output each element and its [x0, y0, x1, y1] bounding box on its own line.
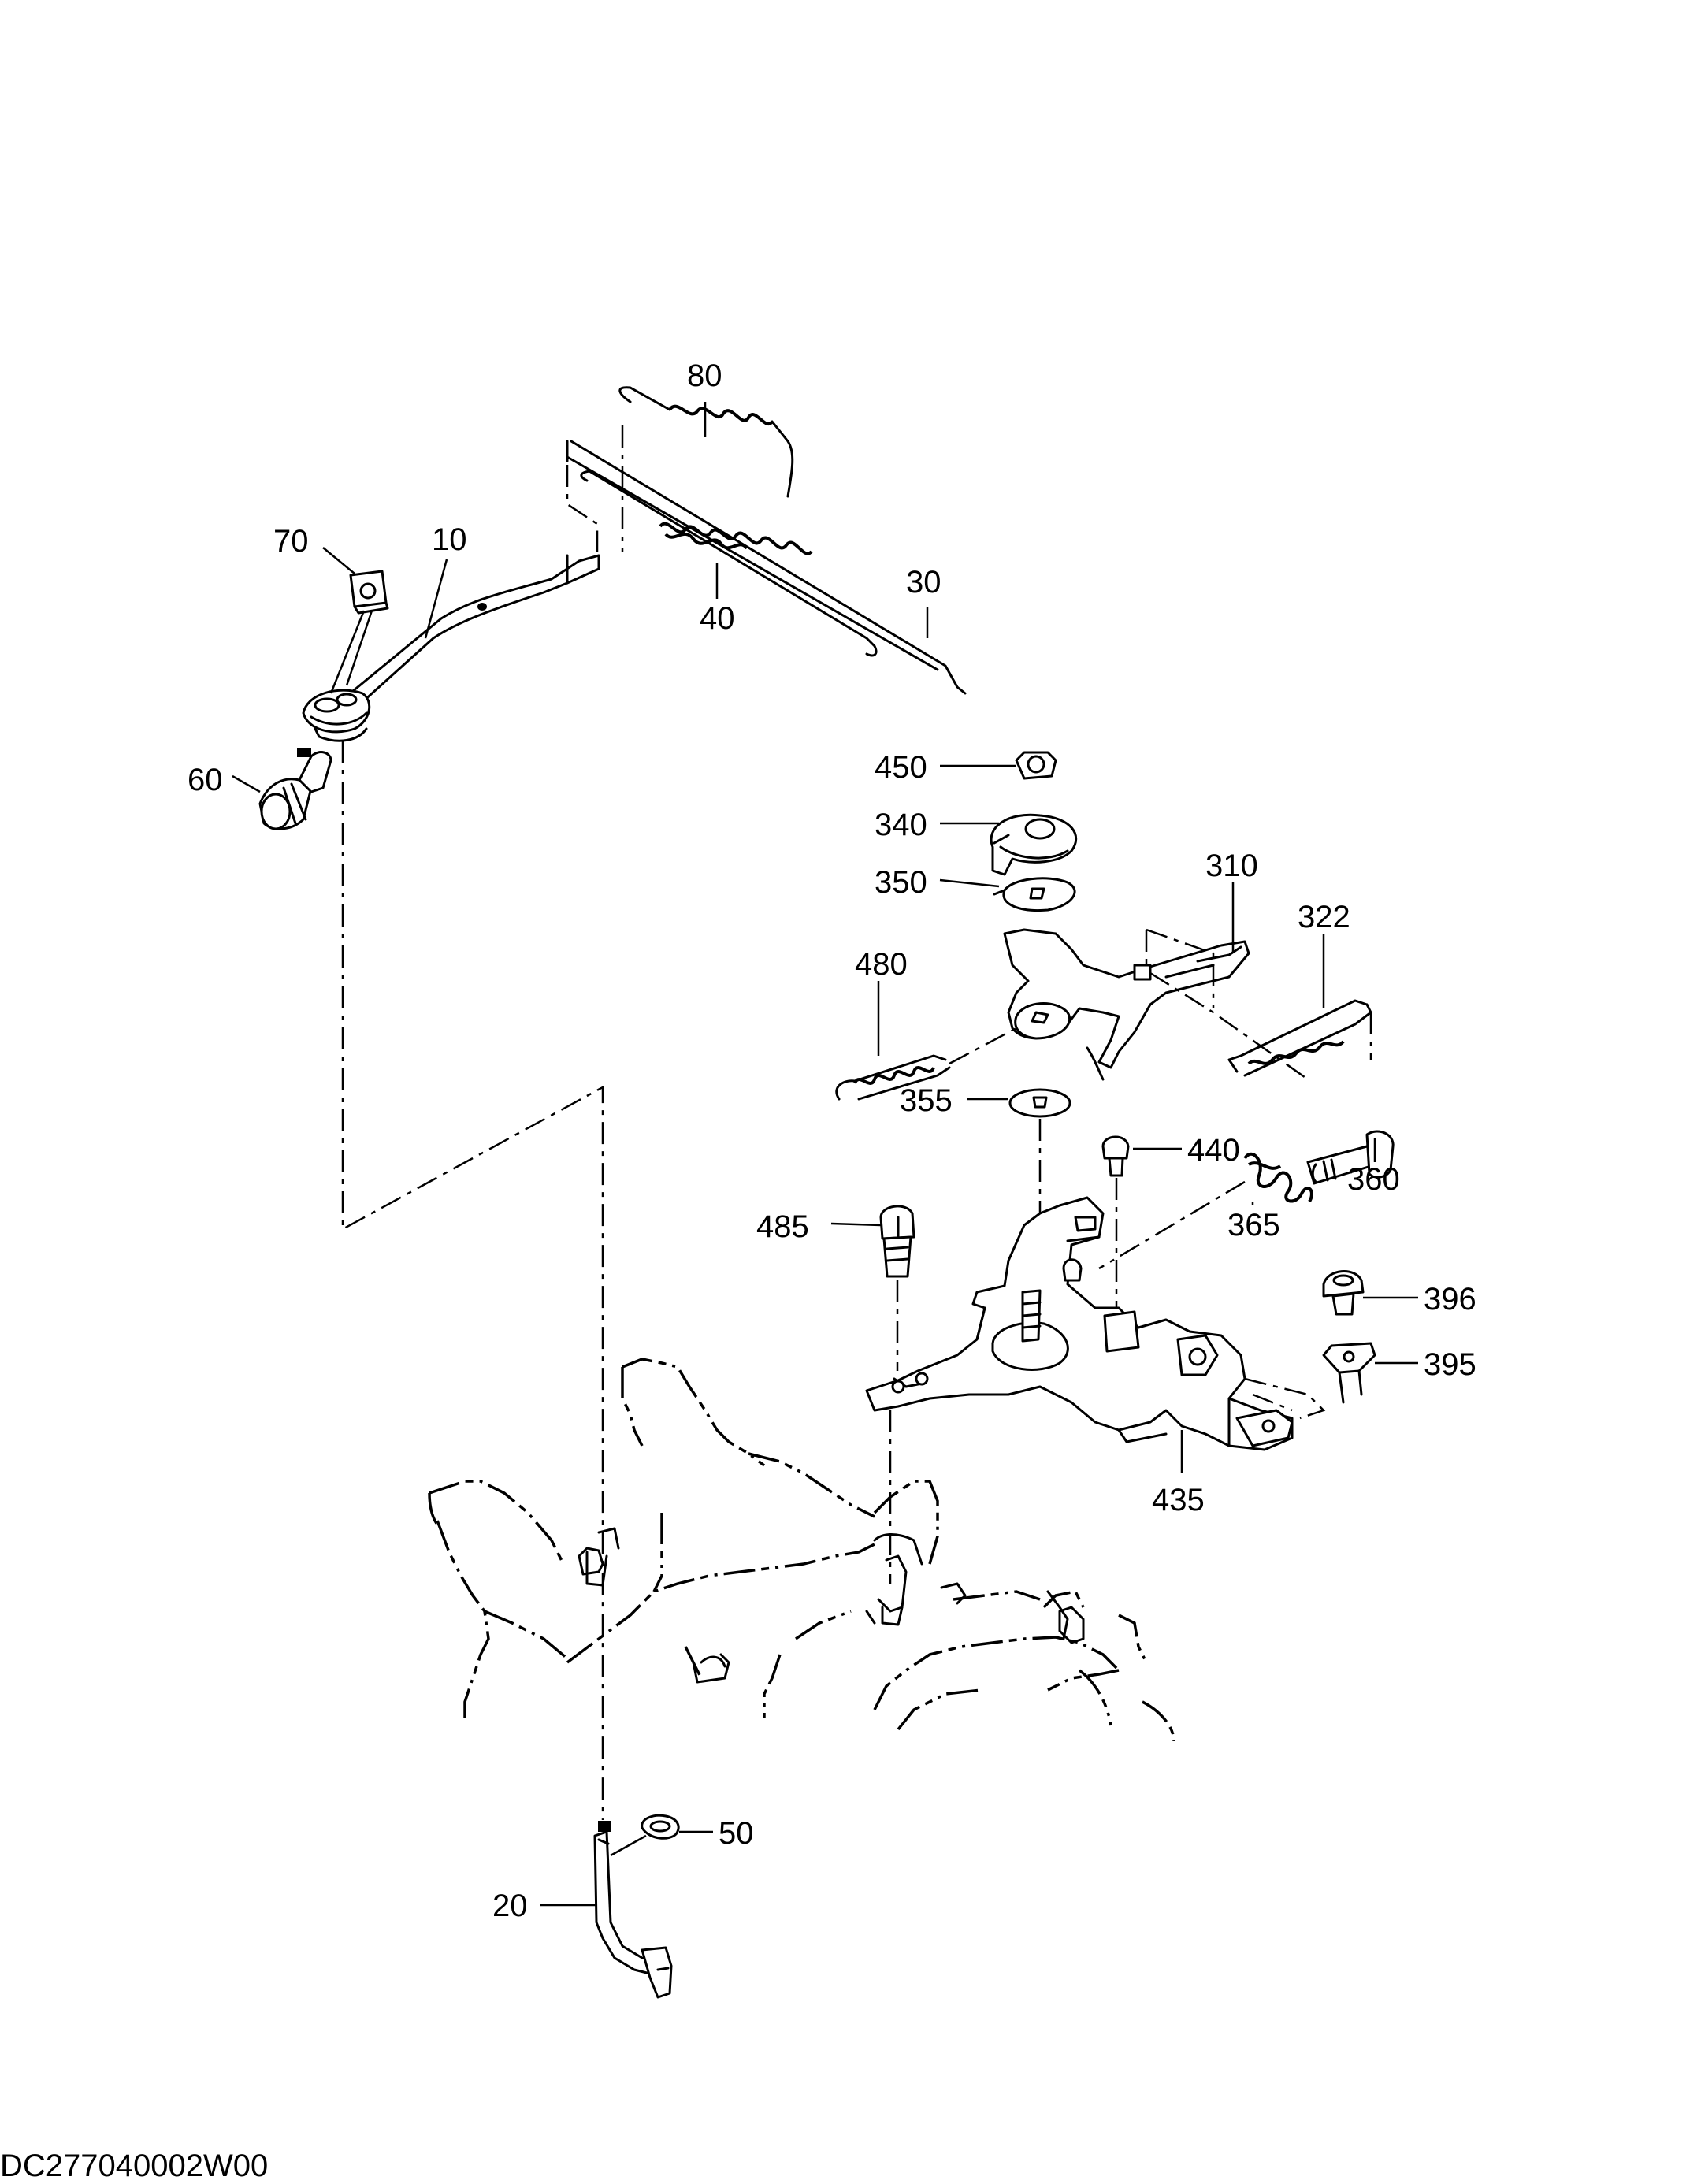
part-365-spring [1098, 1152, 1313, 1270]
part-20-rod [593, 1821, 673, 1999]
part-440-screw [1101, 1135, 1130, 1324]
part-310-lever [1003, 928, 1309, 1081]
label-396: 396 [1424, 1282, 1476, 1317]
part-70-clip [329, 570, 389, 694]
part-360-pin [1306, 1130, 1395, 1185]
label-40: 40 [700, 601, 735, 636]
part-480-spring [835, 1027, 1017, 1101]
label-10: 10 [432, 522, 467, 557]
label-435: 435 [1152, 1483, 1205, 1517]
part-350-washer [993, 877, 1076, 912]
part-435-base [865, 1196, 1326, 1451]
part-30-rod [566, 425, 967, 695]
part-40-spring [659, 522, 813, 555]
drawing-code: DC277040002W00 [0, 2149, 268, 2183]
part-340-cam [990, 813, 1078, 876]
leader-lines [232, 402, 1418, 1907]
part-60-cap [258, 748, 332, 830]
label-322: 322 [1298, 900, 1350, 934]
centerline-main [341, 741, 604, 1820]
label-310: 310 [1205, 849, 1258, 883]
label-340: 340 [875, 808, 927, 842]
label-20: 20 [492, 1889, 528, 1923]
part-labels: 80 10 70 30 40 60 450 340 350 310 322 48… [188, 358, 1476, 1923]
label-450: 450 [875, 750, 927, 785]
part-396-nut [1322, 1270, 1365, 1316]
part-50-grommet [610, 1814, 680, 1857]
label-395: 395 [1424, 1347, 1476, 1382]
label-70: 70 [273, 524, 309, 559]
label-480: 480 [855, 947, 908, 982]
part-80-spring [618, 386, 794, 498]
label-485: 485 [756, 1209, 809, 1244]
part-395-bracket [1322, 1342, 1376, 1404]
label-355: 355 [900, 1083, 953, 1118]
label-30: 30 [906, 565, 941, 600]
label-350: 350 [875, 865, 927, 900]
part-485-fastener [879, 1205, 915, 1584]
label-50: 50 [719, 1816, 754, 1851]
label-80: 80 [687, 358, 722, 393]
part-450-nut [1015, 751, 1057, 780]
chassis-outline [428, 1358, 1175, 1742]
part-10-lever [302, 554, 600, 742]
label-365: 365 [1227, 1208, 1280, 1242]
label-60: 60 [188, 763, 223, 797]
part-322-link [1227, 999, 1372, 1077]
label-440: 440 [1187, 1133, 1240, 1168]
label-360: 360 [1347, 1162, 1400, 1197]
